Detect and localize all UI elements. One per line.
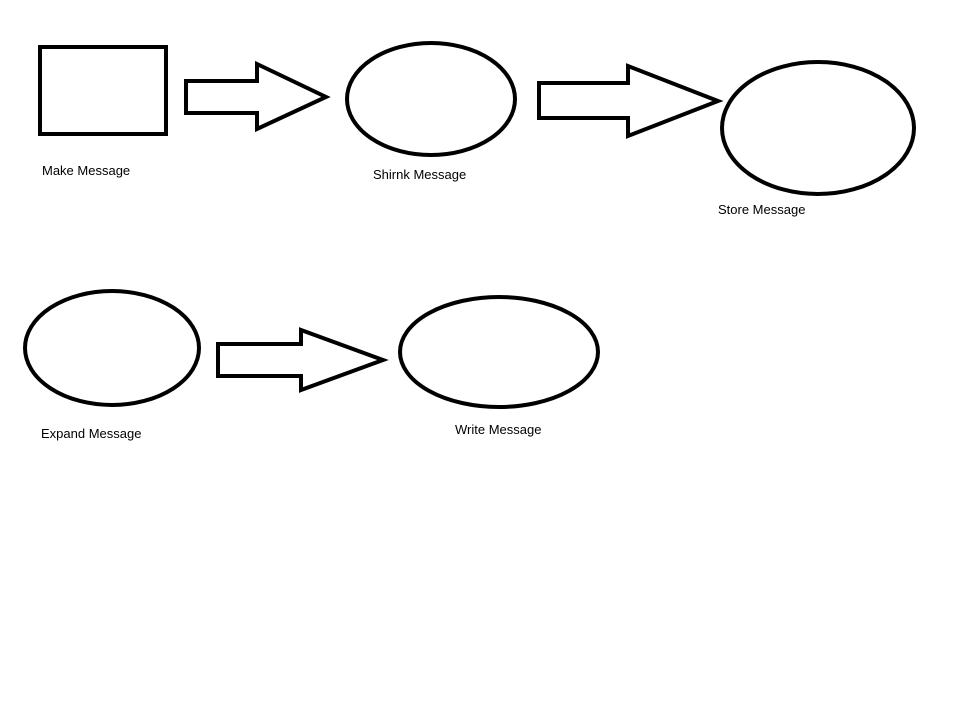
shrink-message-label: Shirnk Message <box>373 167 467 182</box>
write-message-ellipse <box>398 295 600 409</box>
arrow-shrink-to-store <box>537 63 724 139</box>
make-message-box <box>38 45 168 136</box>
shrink-message-ellipse <box>345 41 517 157</box>
store-message-label: Store Message <box>718 202 806 217</box>
make-message-label: Make Message <box>42 163 131 178</box>
expand-message-label: Expand Message <box>41 426 142 441</box>
arrow-make-to-shrink <box>184 60 331 133</box>
store-message-ellipse <box>720 60 916 196</box>
expand-message-ellipse <box>23 289 201 407</box>
arrow-expand-to-write <box>216 327 389 393</box>
write-message-label: Write Message <box>455 422 542 437</box>
